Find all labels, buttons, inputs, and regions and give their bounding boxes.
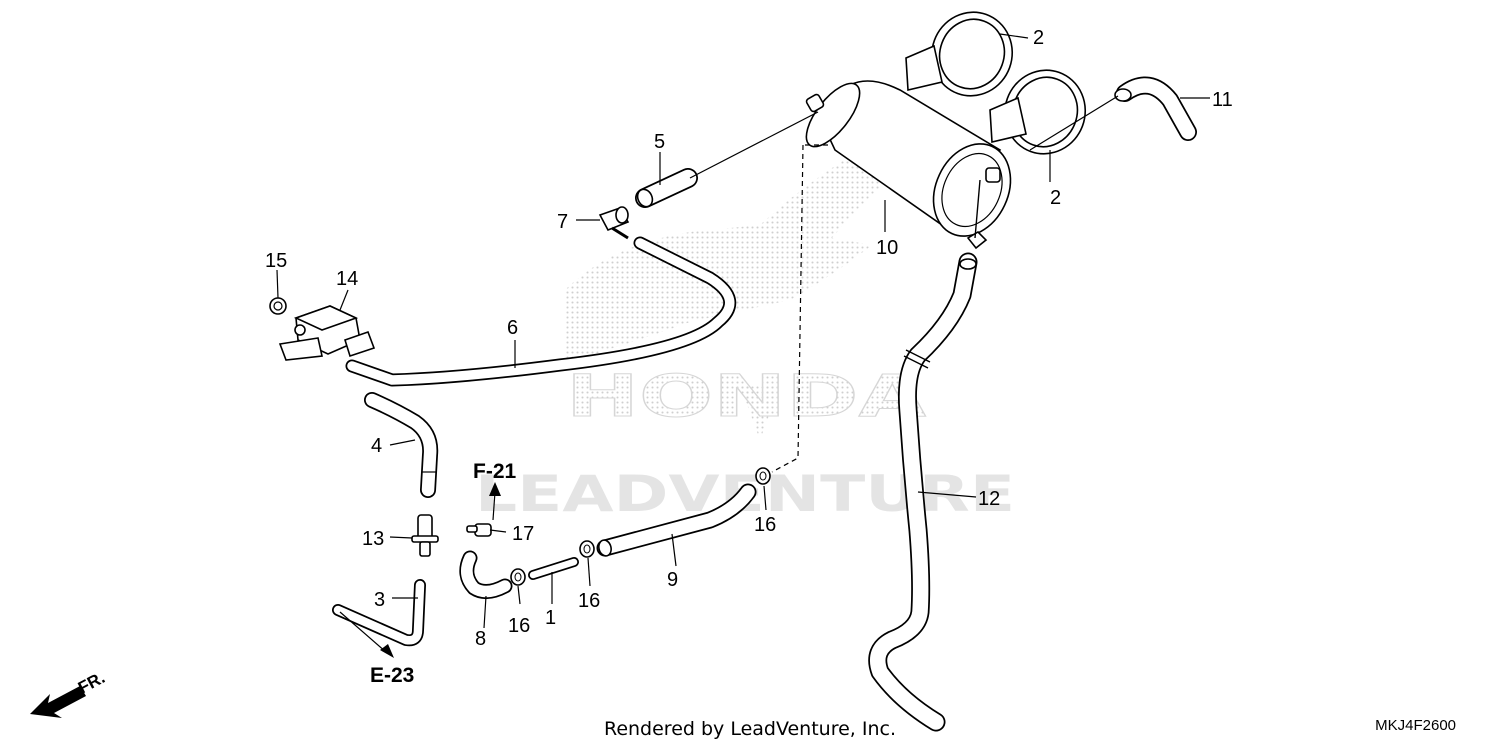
callout-10: 10 [876,237,898,259]
callout-2-upper: 2 [1033,27,1044,49]
callout-16-left: 16 [508,615,530,637]
evap-canister [805,80,1012,250]
callout-17: 17 [512,523,534,545]
reference-arrows [339,482,501,658]
honda-watermark-text: HONDA [566,362,926,430]
band-clamp-lower [989,69,1087,155]
callout-1: 1 [545,607,556,629]
callout-8: 8 [475,628,486,650]
callout-14: 14 [336,268,358,290]
callout-11: 11 [1212,89,1233,111]
elbow-fitting-7 [598,206,630,240]
callout-15: 15 [265,250,287,272]
hose-clip-16-middle [579,540,595,558]
connector-13 [411,514,439,557]
hose-clip-16-left [510,568,526,586]
reference-e23: E-23 [370,664,414,687]
hose-6 [345,236,737,387]
tube-5 [635,168,698,208]
front-direction-arrow: FR. [30,668,108,718]
callout-9: 9 [667,569,678,591]
hose-12 [868,252,978,732]
hose-4 [364,392,439,498]
footer-credit: Rendered by LeadVenture, Inc. [603,718,897,740]
hose-3 [332,579,426,647]
callout-4: 4 [371,435,382,457]
hose-elbow-11 [1114,76,1197,141]
callout-12: 12 [978,488,1000,510]
joint-pipe-1 [528,557,579,580]
callout-3: 3 [374,589,385,611]
hose-clip-16-right [755,467,771,485]
hex-nut-15 [269,297,287,315]
callout-13: 13 [362,528,384,550]
callout-2-lower: 2 [1050,187,1061,209]
hose-8 [459,550,513,599]
callout-16-right: 16 [754,514,776,536]
leader-lines [276,33,1210,629]
fitting-17 [466,523,492,537]
callout-7: 7 [557,211,568,233]
callout-labels: 2 2 11 10 5 7 6 14 15 4 13 3 17 8 16 1 1… [265,27,1233,650]
diagram-code: MKJ4F2600 [1375,717,1456,734]
band-clamp-upper [905,11,1014,97]
honda-wing-watermark: HONDA [565,112,952,440]
reference-f21: F-21 [473,460,517,483]
callout-5: 5 [654,131,665,153]
callout-16-middle: 16 [578,590,600,612]
callout-6: 6 [507,317,518,339]
hose-9 [596,483,757,557]
purge-solenoid-valve [278,305,376,361]
